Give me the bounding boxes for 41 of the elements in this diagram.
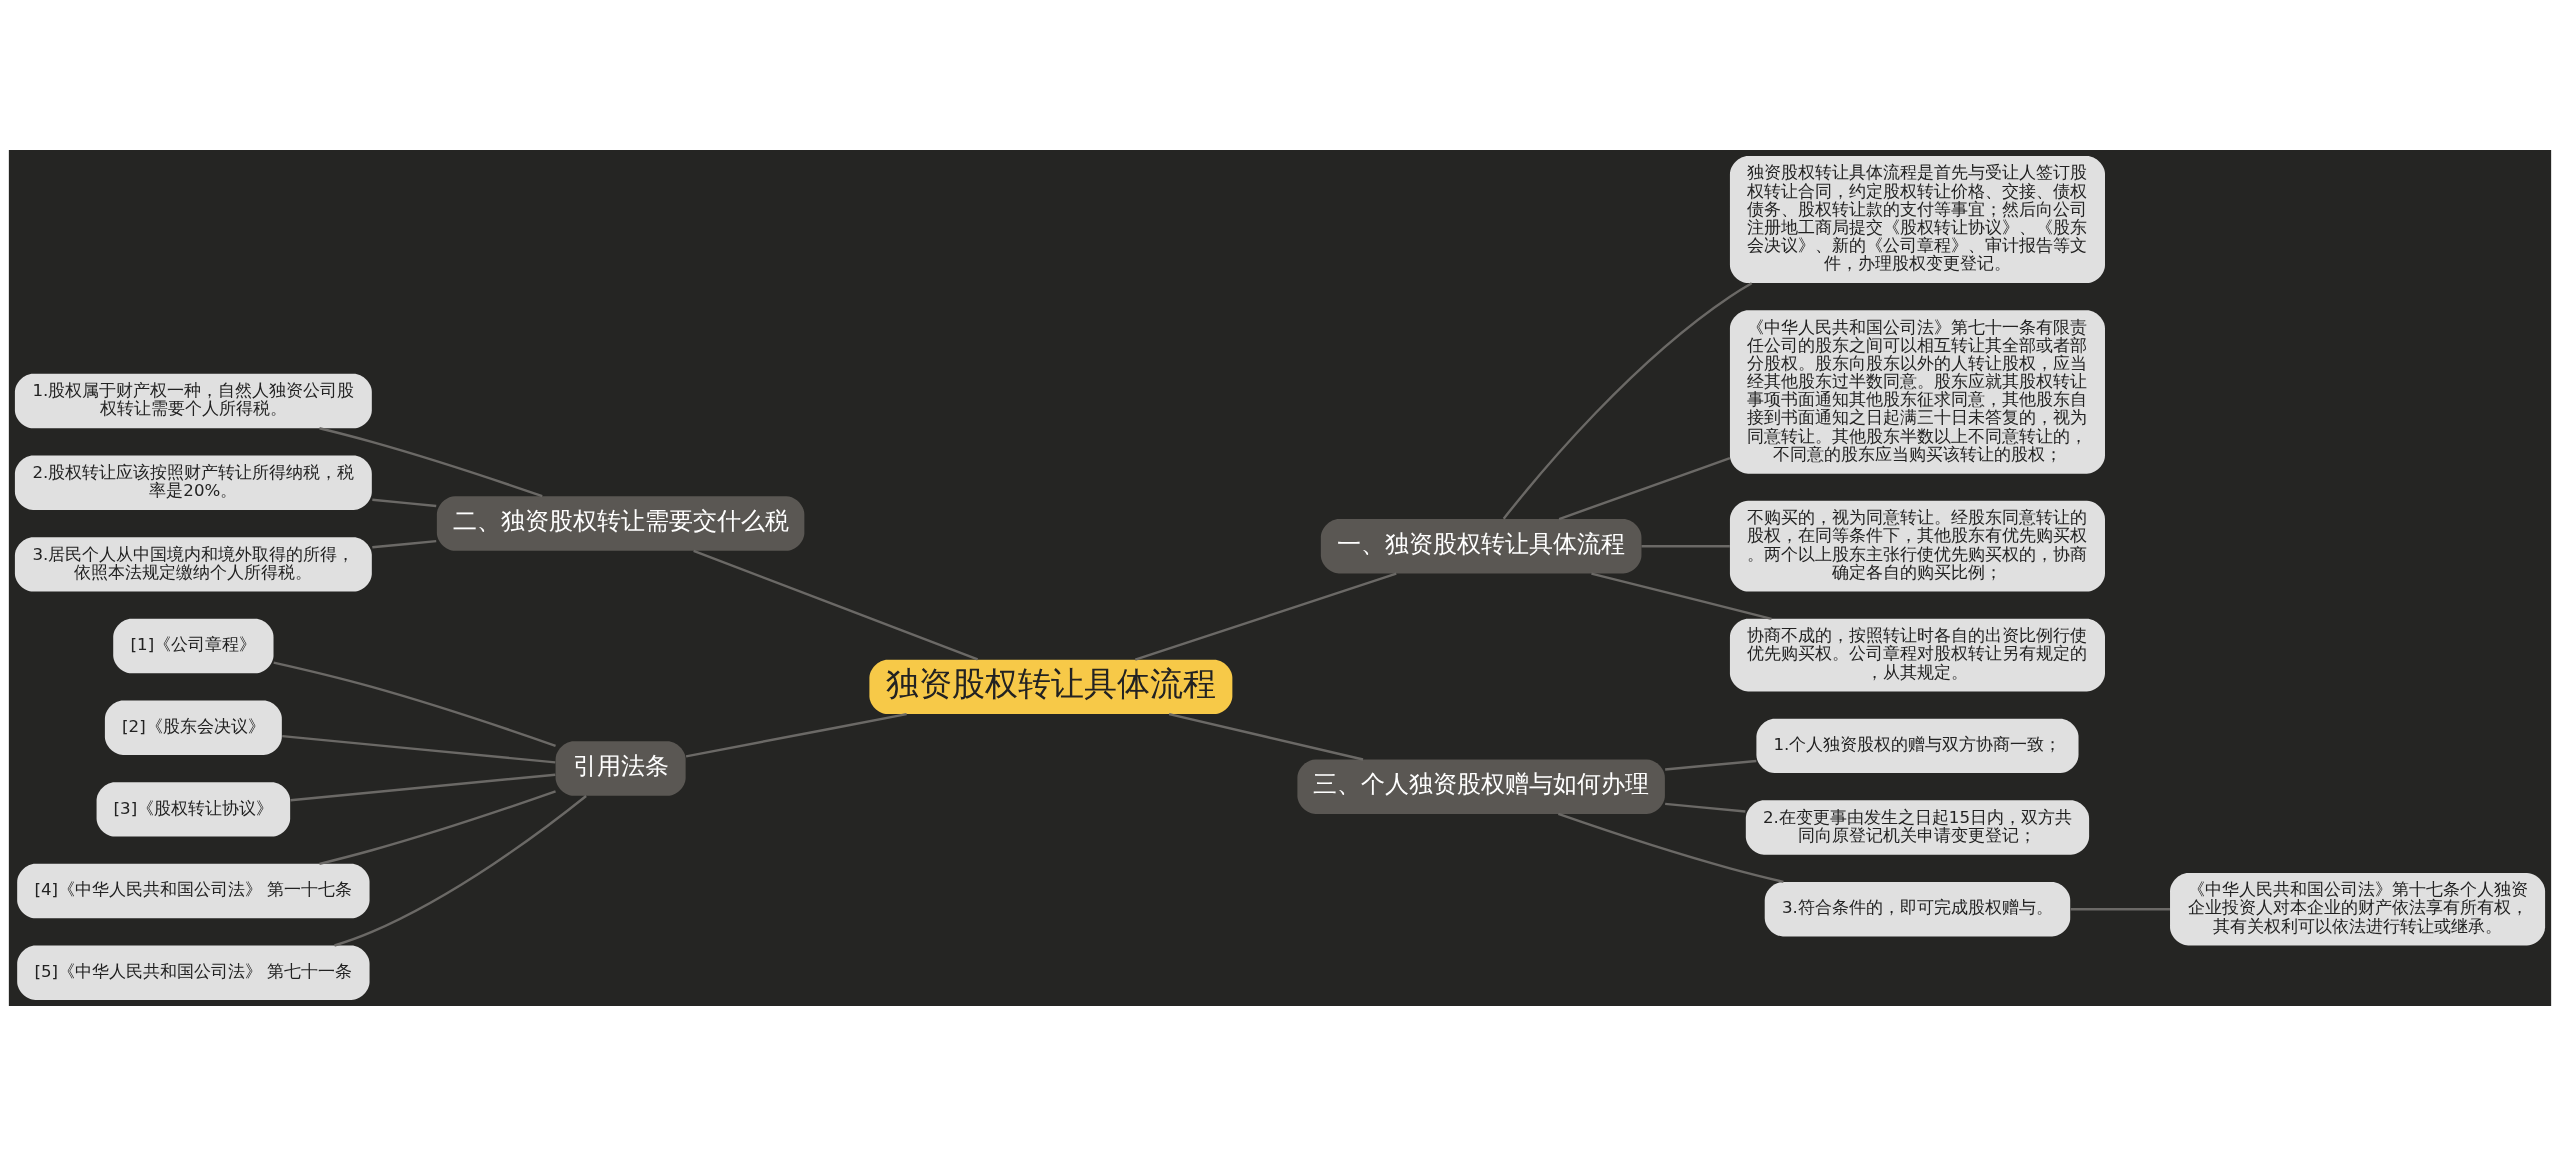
node-box: 二、独资股权转让需要交什么税: [436, 496, 805, 551]
connector: [1591, 572, 1772, 620]
node-box: 2.在变更事由发生之日起15日内，双方共同向原登记机关申请变更登记；: [1745, 800, 2090, 855]
connector: [2070, 908, 2170, 911]
node-box: 独资股权转让具体流程是首先与受让人签订股权转让合同，约定股权转让价格、交接、债权债务、股权转让款的支付等事宜；然后向公司注册地工商局提交《股权转让协议》、《股东会决议》、新的《公司章程》、审计报告等文件，办理股权变更登记。: [1729, 156, 2105, 284]
node-box: 协商不成的，按照转让时各自的出资比例行使优先购买权。公司章程对股权转让另有规定的，从其规定。: [1729, 618, 2105, 692]
connector: [372, 498, 437, 508]
connector: [1665, 802, 1746, 813]
connector: [1168, 713, 1364, 761]
node-box: 3.符合条件的，即可完成股权赠与。: [1764, 882, 2071, 937]
node-box: [5]《中华人民共和国公司法》 第七十一条: [17, 945, 370, 1000]
node-box: [3]《股权转让协议》: [96, 782, 291, 837]
node-box: 一、独资股权转让具体流程: [1320, 519, 1642, 574]
node-box: [1]《公司章程》: [113, 618, 274, 674]
connector: [334, 795, 587, 947]
node-box: 2.股权转让应该按照财产转让所得纳税，税率是20%。: [14, 455, 372, 510]
connector: [1134, 572, 1397, 661]
connector: [1502, 282, 1753, 520]
connector: [1665, 759, 1757, 771]
connector: [319, 427, 543, 498]
node-box: 1.股权属于财产权一种，自然人独资公司股权转让需要个人所得税。: [14, 373, 372, 429]
connector: [290, 773, 556, 802]
node-box: 3.居民个人从中国境内和境外取得的所得，依照本法规定缴纳个人所得税。: [14, 537, 372, 592]
connector: [1641, 545, 1730, 548]
connector: [273, 661, 556, 747]
connector: [319, 790, 556, 865]
connector: [693, 549, 979, 661]
node-box: 《中华人民共和国公司法》第十七条个人独资企业投资人对本企业的财产依法享有所有权，其有关权利可以依法进行转让或继承。: [2170, 872, 2546, 946]
node-box: 1.个人独资股权的赠与双方协商一致；: [1756, 718, 2079, 774]
node-box: 独资股权转让具体流程: [869, 659, 1233, 715]
connector: [1558, 457, 1731, 521]
connector: [372, 539, 437, 549]
node-box: 三、个人独资股权赠与如何办理: [1297, 759, 1665, 814]
node-box: [2]《股东会决议》: [104, 700, 282, 755]
connector: [1557, 812, 1784, 884]
connector: [685, 713, 907, 758]
connector: [282, 734, 556, 764]
node-box: 引用法条: [555, 741, 686, 796]
node-box: [4]《中华人民共和国公司法》 第一十七条: [17, 863, 370, 919]
node-box: 不购买的，视为同意转让。经股东同意转让的股权，在同等条件下，其他股东有优先购买权。两个以上股东主张行使优先购买权的，协商确定各自的购买比例；: [1729, 500, 2105, 592]
node-box: 《中华人民共和国公司法》第七十一条有限责任公司的股东之间可以相互转让其全部或者部分股权。股东向股东以外的人转让股权，应当经其他股东过半数同意。股东应就其股权转让事项书面通知其他股东征求同意，其他股东自接到书面通知之日起满三十日未答复的，视为同意转让。其他股东半数以上不同意转让的，不同意的股东应当购买该转让的股权；: [1729, 310, 2105, 474]
